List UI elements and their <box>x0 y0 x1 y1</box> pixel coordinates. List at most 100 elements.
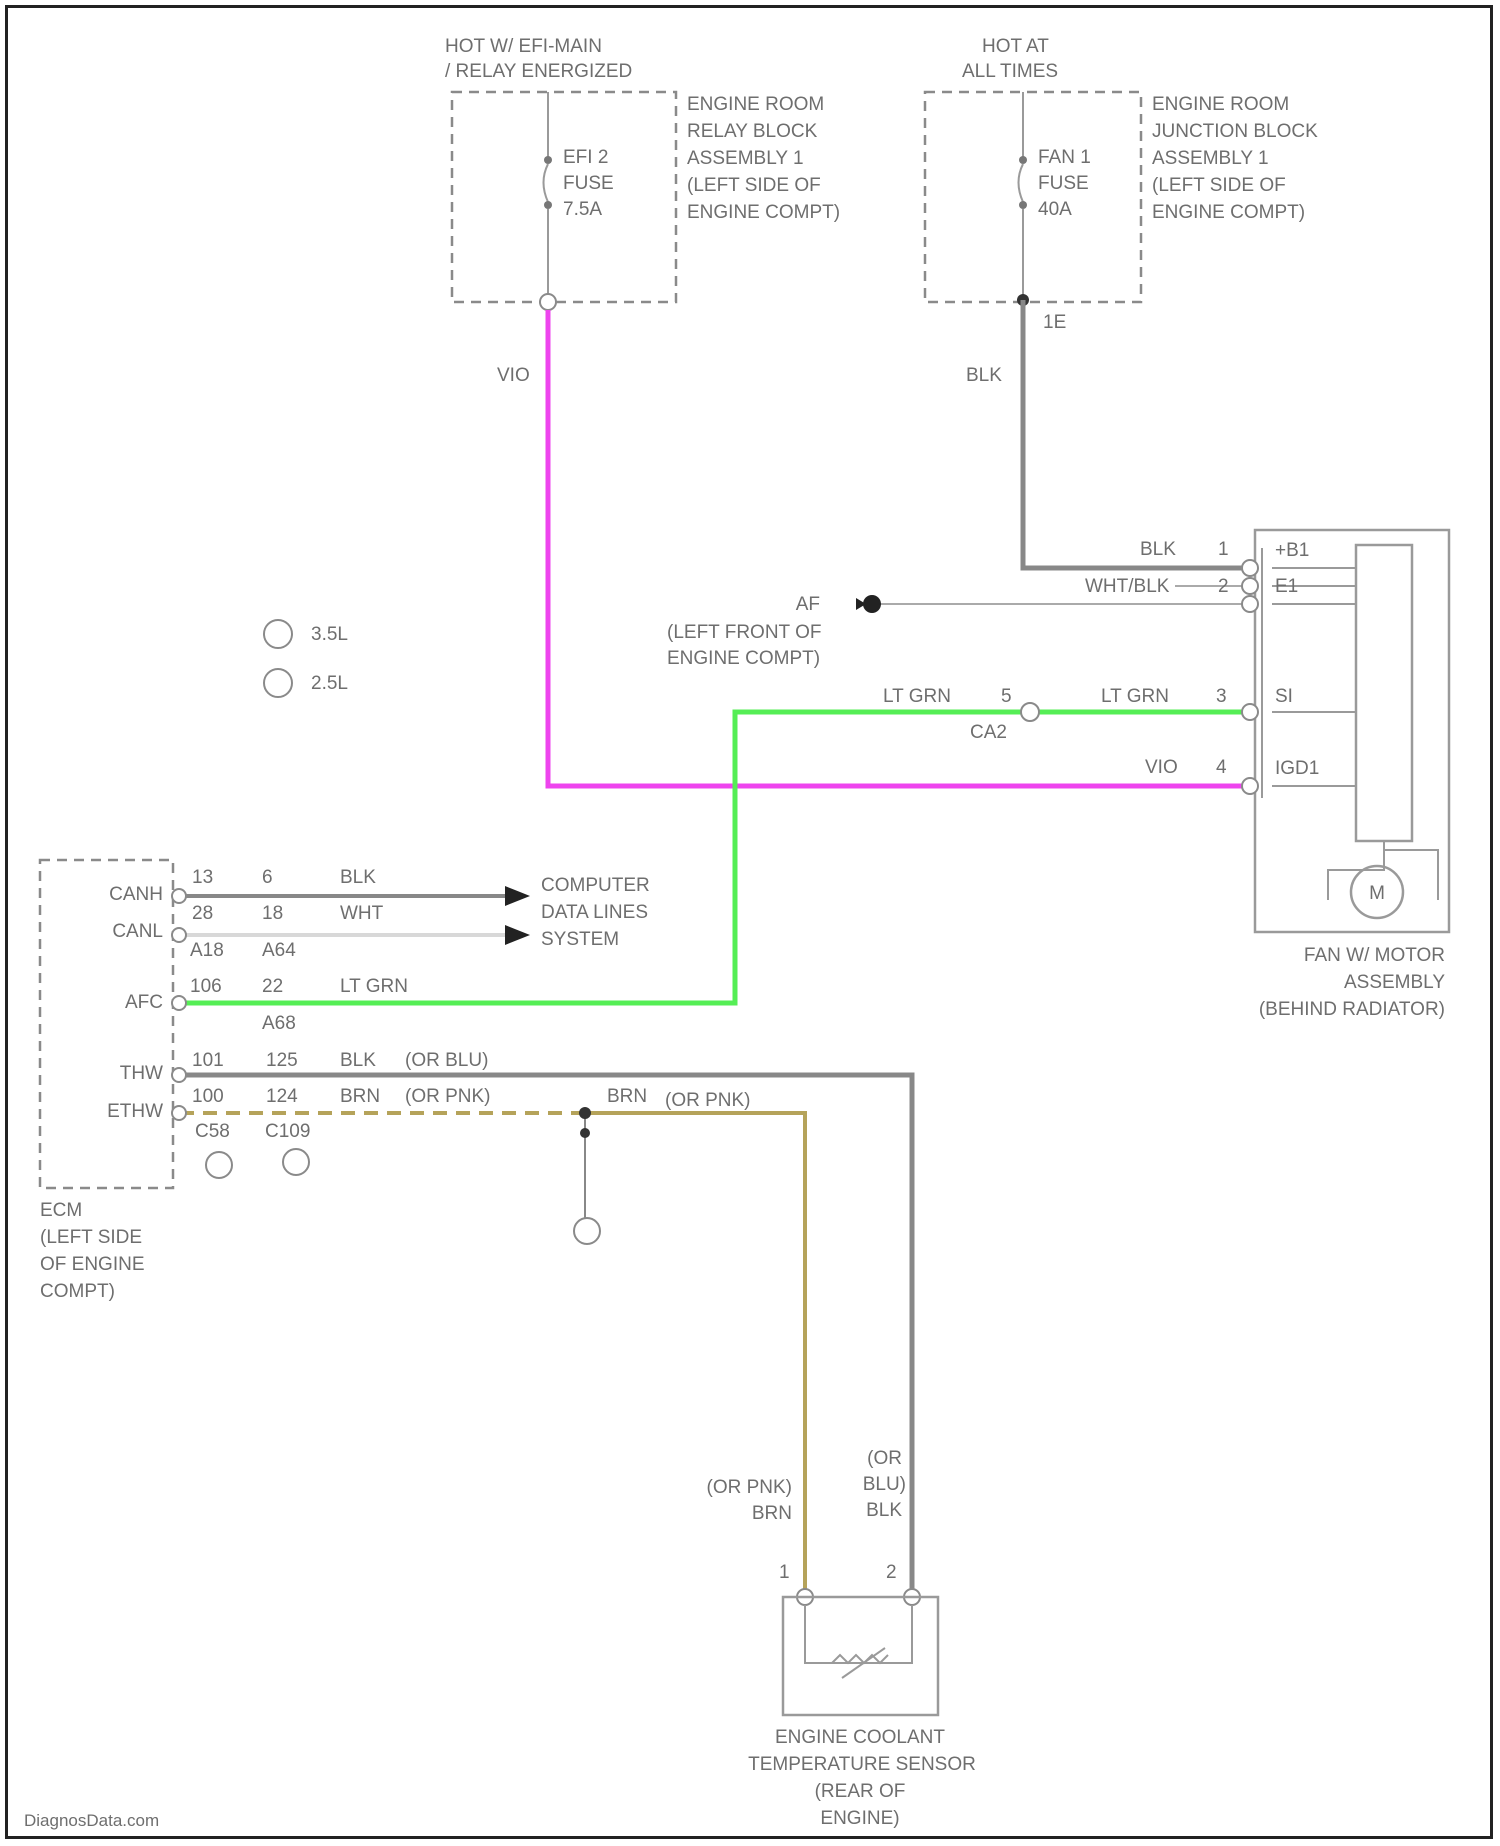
relay-block-outline <box>452 92 676 302</box>
sensor-wire-2-alt-b: BLU) <box>863 1474 906 1495</box>
brn-run-wire: BRN <box>607 1086 647 1107</box>
ecm-afc-conn-b: A68 <box>262 1013 296 1034</box>
sensor-pin-1: 1 <box>779 1562 790 1583</box>
ecm-thw-wire: BLK <box>340 1050 376 1071</box>
fan-pin-1-terminal <box>1242 560 1258 576</box>
junction-block-label-1: ENGINE ROOM <box>1152 94 1289 115</box>
fan-wire-label: BLK <box>966 365 1002 386</box>
fan-pin-4-name: IGD1 <box>1275 758 1319 779</box>
fan-fuse-name: FAN 1 <box>1038 147 1091 168</box>
sensor-outline <box>783 1597 938 1715</box>
ecm-canh-wire: BLK <box>340 867 376 888</box>
ecm-ethw-num-b: 124 <box>266 1086 298 1107</box>
ecm-pin-ethw: ETHW <box>107 1101 163 1122</box>
sensor-pin-2: 2 <box>886 1562 897 1583</box>
ecm-canh-num-b: 6 <box>262 867 273 888</box>
ecm-ethw-num-a: 100 <box>192 1086 224 1107</box>
ecm-connector-2: C109 <box>265 1121 310 1142</box>
relay-block-label-1: ENGINE ROOM <box>687 94 824 115</box>
ecm-thw-alt: (OR BLU) <box>405 1050 488 1071</box>
fan-fuse-contact-bottom <box>1019 201 1027 209</box>
sensor-name-2: TEMPERATURE SENSOR <box>748 1754 976 1775</box>
ecm-name-4: COMPT) <box>40 1281 115 1302</box>
fan-ground-terminal <box>1242 596 1258 612</box>
fan-fuse-icon <box>1019 164 1024 202</box>
relay-block-label-2: RELAY BLOCK <box>687 121 818 142</box>
fan-motor-name-2: ASSEMBLY <box>1344 972 1445 993</box>
wire-ltgrn-ecm <box>185 712 1030 1003</box>
fan-pin-2-num: 2 <box>1218 576 1229 597</box>
efi-hot-label-1: HOT W/ EFI-MAIN <box>445 36 602 57</box>
legend-label-1: 3.5L <box>311 624 348 645</box>
data-lines-label-2: DATA LINES <box>541 902 648 923</box>
ground-af-location-2: ENGINE COMPT) <box>667 648 820 669</box>
fan-pin-3-name: SI <box>1275 686 1293 707</box>
ground-af-location-1: (LEFT FRONT OF <box>667 622 821 643</box>
fan-hot-label-1: HOT AT <box>982 36 1049 57</box>
legend-icon-1 <box>264 620 292 648</box>
efi-output-terminal <box>540 294 556 310</box>
sensor-wire-1: BRN <box>752 1503 792 1524</box>
ecm-pin-thw: THW <box>120 1063 163 1084</box>
ca2-pin: 5 <box>1001 686 1012 707</box>
legend: 3.5L 2.5L <box>264 620 348 697</box>
fan-pin-2-terminal <box>1242 578 1258 594</box>
ethw-splice <box>579 1107 591 1119</box>
junction-block-fan: HOT AT ALL TIMES FAN 1 FUSE 40A ENGINE R… <box>925 36 1318 386</box>
watermark: DiagnosData.com <box>24 1811 159 1830</box>
ecm-name-1: ECM <box>40 1200 82 1221</box>
motor-symbol: M <box>1369 883 1385 904</box>
fan-pin-4-wire: VIO <box>1145 757 1178 778</box>
fan-motor-name-3: (BEHIND RADIATOR) <box>1259 999 1445 1020</box>
canl-arrow-icon <box>505 925 530 945</box>
efi-fuse-contact-bottom <box>544 201 552 209</box>
fan-pin-4-num: 4 <box>1216 757 1227 778</box>
fan-hot-label-2: ALL TIMES <box>962 61 1058 82</box>
relay-block-label-3: ASSEMBLY 1 <box>687 148 804 169</box>
ecm-canl-num-a: 28 <box>192 903 213 924</box>
junction-block-label-3: ASSEMBLY 1 <box>1152 148 1269 169</box>
sensor-name-4: ENGINE) <box>820 1808 899 1829</box>
ecm-outline <box>40 860 173 1188</box>
ground-af: AF (LEFT FRONT OF ENGINE COMPT) <box>667 594 881 669</box>
junction-block-label-4: (LEFT SIDE OF <box>1152 175 1286 196</box>
fan-pin-3-wire: LT GRN <box>1101 686 1169 707</box>
ecm: CANH CANL AFC THW ETHW 13 6 BLK 28 18 WH… <box>40 860 650 1302</box>
ecm-afc-wire: LT GRN <box>340 976 408 997</box>
ecm-canl-num-b: 18 <box>262 903 283 924</box>
fan-pin-4-terminal <box>1242 778 1258 794</box>
relay-block-efi: HOT W/ EFI-MAIN / RELAY ENERGIZED EFI 2 … <box>445 36 840 386</box>
shield-ground-icon <box>574 1218 600 1244</box>
efi-fuse-rating: 7.5A <box>563 199 602 220</box>
fan-fuse-rating: 40A <box>1038 199 1072 220</box>
sensor-name-3: (REAR OF <box>815 1781 906 1802</box>
ecm-canl-terminal <box>172 928 186 942</box>
fan-fuse-contact-top <box>1019 156 1027 164</box>
ecm-name-3: OF ENGINE <box>40 1254 145 1275</box>
efi-fuse-contact-top <box>544 156 552 164</box>
ecm-ethw-alt: (OR PNK) <box>405 1086 491 1107</box>
fan-pin-3-terminal <box>1242 704 1258 720</box>
relay-block-label-5: ENGINE COMPT) <box>687 202 840 223</box>
ecm-canh-terminal <box>172 889 186 903</box>
ecm-afc-num-b: 22 <box>262 976 283 997</box>
thermistor-icon <box>832 1655 888 1663</box>
sensor-wire-2: BLK <box>866 1500 902 1521</box>
ecm-afc-num-a: 106 <box>190 976 222 997</box>
ecm-ethw-wire: BRN <box>340 1086 380 1107</box>
fan-pin-1-wire: BLK <box>1140 539 1176 560</box>
ca2-terminal <box>1021 703 1039 721</box>
fan-motor-controller <box>1356 545 1412 841</box>
relay-block-label-4: (LEFT SIDE OF <box>687 175 821 196</box>
fan-pin-1-name: +B1 <box>1275 540 1309 561</box>
data-lines-label-1: COMPUTER <box>541 875 650 896</box>
fan-pin-2-name: E1 <box>1275 576 1298 597</box>
canh-arrow-icon <box>505 886 530 906</box>
sensor-name-1: ENGINE COOLANT <box>775 1727 945 1748</box>
ecm-canh-num-a: 13 <box>192 867 213 888</box>
ca2-name: CA2 <box>970 722 1007 743</box>
ecm-connector-1-icon <box>206 1152 232 1178</box>
data-lines-label-3: SYSTEM <box>541 929 619 950</box>
sensor-wire-2-alt-a: (OR <box>867 1448 902 1469</box>
junction-block-label-5: ENGINE COMPT) <box>1152 202 1305 223</box>
